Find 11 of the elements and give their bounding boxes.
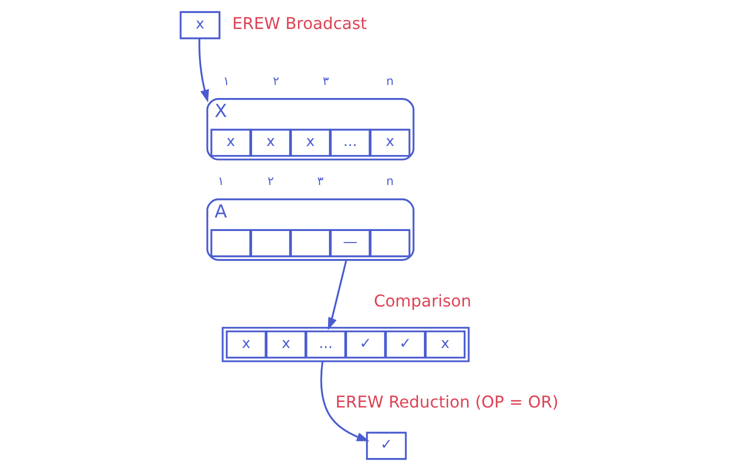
label: ۳ <box>317 174 324 188</box>
label: Comparison <box>374 291 472 310</box>
label: ۱ <box>218 174 224 188</box>
label: n <box>386 174 394 188</box>
label: ۲ <box>267 174 274 188</box>
label: EREW Broadcast <box>232 14 367 34</box>
label: n <box>386 74 394 88</box>
label: ۱ <box>223 74 230 88</box>
label: ۳ <box>322 74 329 88</box>
label: EREW Reduction (OP = OR) <box>335 392 558 412</box>
label: ۲ <box>272 74 280 88</box>
